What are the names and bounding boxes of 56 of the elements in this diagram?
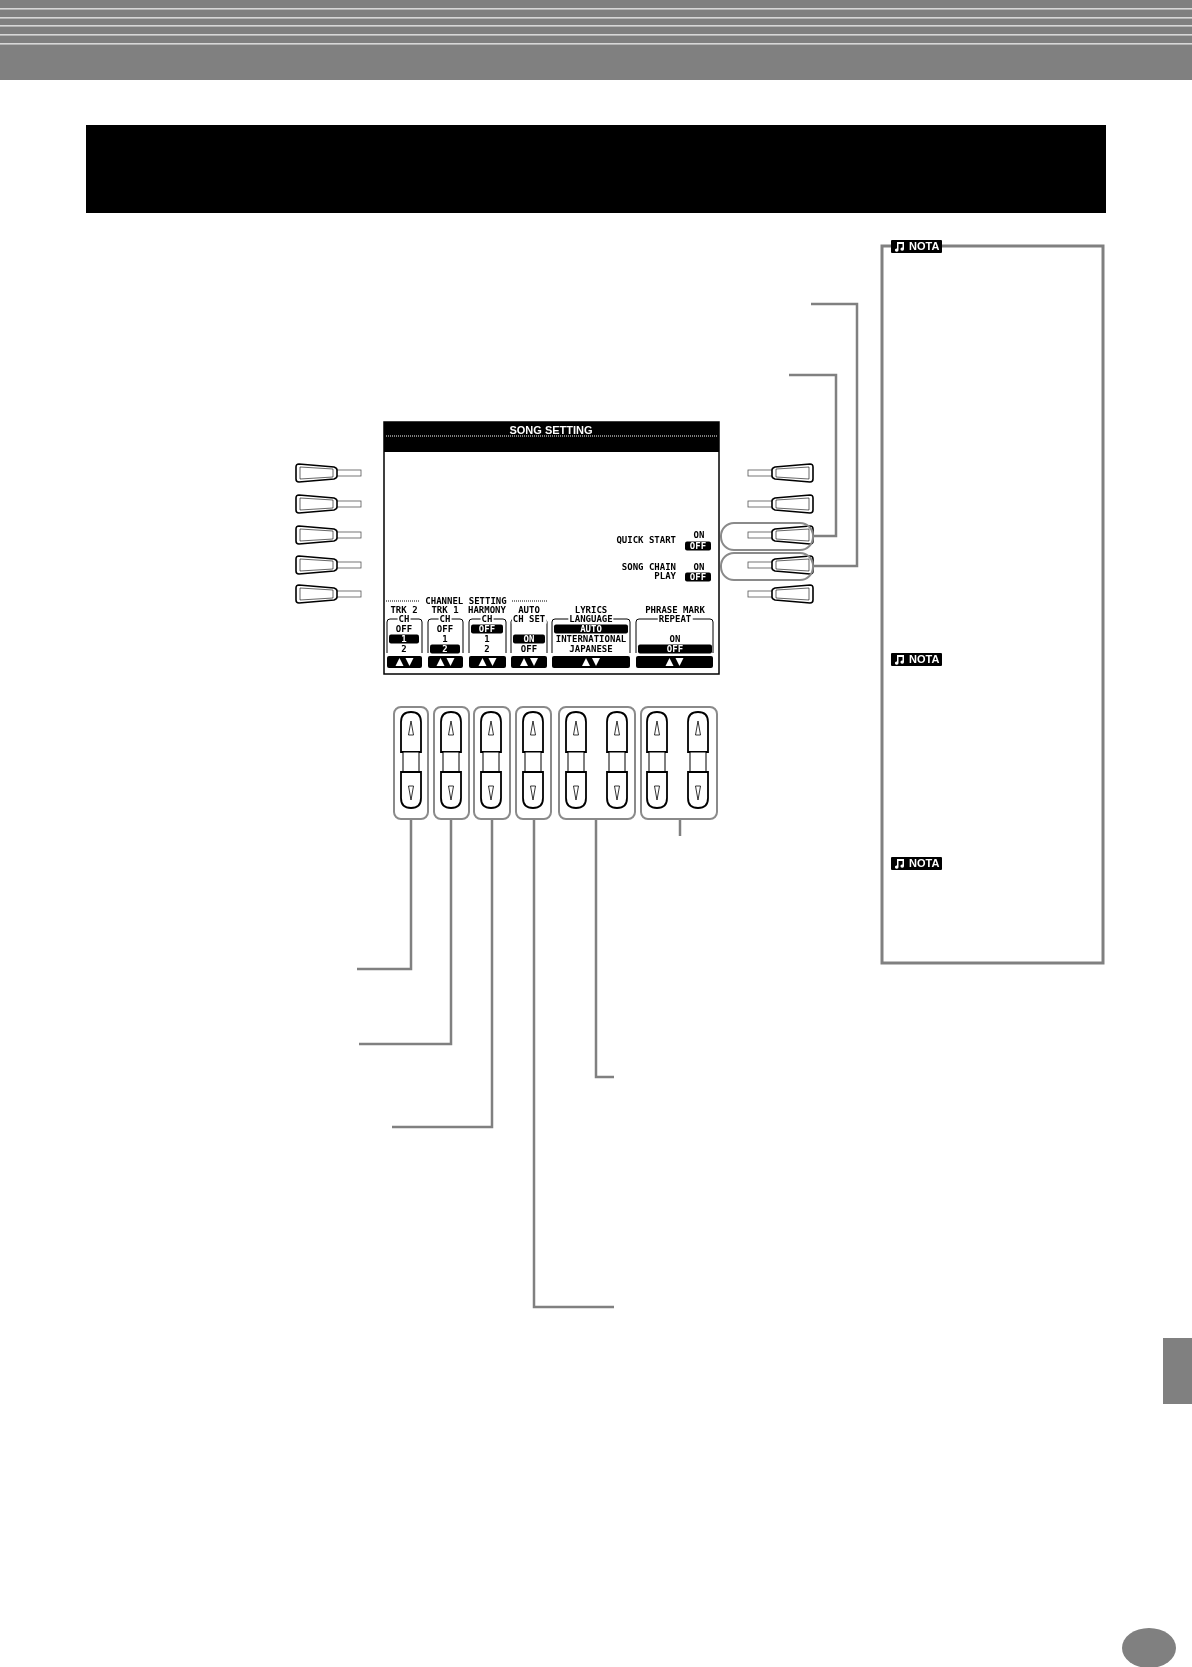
screen-text: CHANNEL SETTING <box>425 596 507 606</box>
note-tag: NOTA <box>891 857 943 870</box>
leader-line <box>357 820 413 971</box>
screen-text: TRK 1 <box>431 605 459 615</box>
screen-text: QUICK START <box>616 535 676 545</box>
button-group-outline <box>720 522 814 551</box>
screen-title: SONG SETTING <box>509 424 593 436</box>
leader-line <box>392 820 494 1129</box>
screen-text: CH SET <box>511 614 547 624</box>
leader-line <box>811 302 859 568</box>
screen-text: INTERNATIONAL <box>555 634 627 644</box>
button-group-outline <box>473 706 511 820</box>
screen-text: 2 <box>484 644 490 654</box>
selected-value: OFF <box>685 541 711 551</box>
selected-value: OFF <box>638 644 712 654</box>
screen-text: SONG CHAIN PLAY <box>620 563 676 581</box>
selected-value: 1 <box>389 634 419 644</box>
button-group-outline <box>558 706 636 820</box>
screen-text: ON <box>693 562 705 572</box>
note-tag: NOTA <box>891 653 943 666</box>
note-tag: NOTA <box>891 240 943 253</box>
screen-text: LANGUAGE <box>568 614 614 624</box>
button-group-outline <box>640 706 718 820</box>
leader-line <box>789 373 838 538</box>
leader-line <box>359 820 453 1046</box>
selected-value: OFF <box>471 624 503 634</box>
button-group-outline <box>515 706 552 820</box>
screen-text: LYRICS <box>574 605 608 615</box>
button-group-outline <box>433 706 470 820</box>
screen-text: 2 <box>401 644 407 654</box>
leader-line <box>532 820 614 1309</box>
screen-text: HARMONY <box>468 605 506 615</box>
selected-value: OFF <box>685 572 711 582</box>
screen-text: JAPANESE <box>569 644 613 654</box>
screen-text: TRK 2 <box>390 605 418 615</box>
screen-text: ON <box>693 530 705 540</box>
screen-text: OFF <box>436 624 454 634</box>
screen-text: 1 <box>484 634 490 644</box>
leader-line <box>678 820 682 836</box>
screen-text: AUTO <box>518 605 540 615</box>
screen-text: OFF <box>395 624 413 634</box>
selected-value: ON <box>513 634 545 644</box>
leader-line <box>594 820 614 1079</box>
button-group-outline <box>720 552 814 581</box>
selected-value: AUTO <box>554 624 628 634</box>
button-group-outline <box>393 706 429 820</box>
screen-text: PHRASE MARK <box>645 605 705 615</box>
title-bar <box>86 125 1106 213</box>
screen-text: CH <box>397 614 411 624</box>
selected-value: 2 <box>430 644 460 654</box>
screen-text: REPEAT <box>657 614 693 624</box>
screen-text: CH <box>438 614 452 624</box>
screen-text: CH <box>480 614 494 624</box>
screen-text: OFF <box>520 644 538 654</box>
screen-text: 1 <box>442 634 448 644</box>
screen-text: ON <box>669 634 681 644</box>
